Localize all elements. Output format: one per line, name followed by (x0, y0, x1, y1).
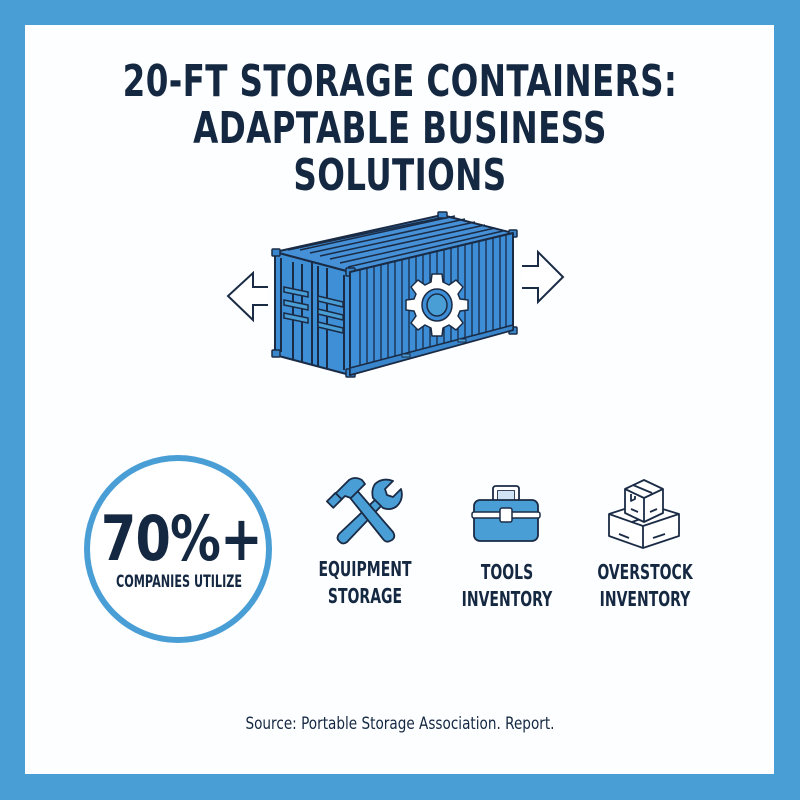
gear-icon (405, 273, 469, 337)
feature-label-line-2: INVENTORY (461, 587, 553, 611)
source-citation: Source: Portable Storage Association. Re… (245, 714, 555, 734)
arrow-right-icon (522, 249, 565, 305)
feature-label-line-1: TOOLS (480, 560, 534, 584)
stat-block: 70%+ COMPANIES UTILIZE (84, 455, 272, 643)
stat-circle (84, 455, 272, 643)
arrow-left-icon (226, 270, 268, 323)
infographic-card (25, 25, 774, 774)
title-line-2: ADAPTABLE BUSINESS SOLUTIONS (193, 103, 607, 201)
stacked-boxes-icon (608, 479, 680, 549)
feature-label-line-1: EQUIPMENT (318, 557, 412, 581)
feature-label-line-2: STORAGE (327, 584, 403, 608)
stat-label: COMPANIES UTILIZE (115, 572, 243, 592)
stat-value: 70%+ (100, 502, 263, 575)
hammer-wrench-icon (326, 477, 403, 545)
page-title: 20-FT STORAGE CONTAINERS: ADAPTABLE BUSI… (104, 58, 696, 199)
title-line-1: 20-FT STORAGE CONTAINERS: (122, 56, 678, 107)
feature-label-line-2: INVENTORY (599, 587, 691, 611)
toolbox-icon (471, 485, 541, 542)
feature-label-line-1: OVERSTOCK (597, 560, 693, 584)
